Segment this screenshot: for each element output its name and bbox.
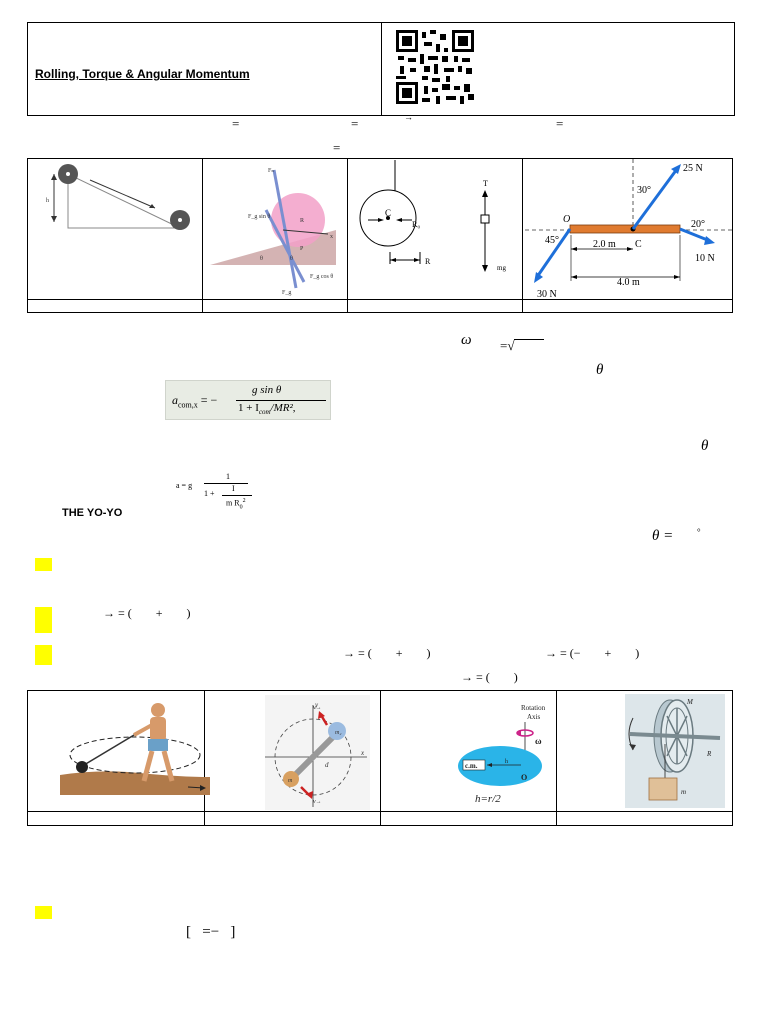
highlight-marker-2 — [35, 607, 52, 633]
ra-label-hr2: h=r/2 — [475, 793, 501, 805]
rm-label-m2: m₂ — [335, 730, 341, 736]
theta-equals: θ = — [652, 528, 674, 544]
fig2-label-fg: F_g — [282, 290, 291, 296]
fig2-label-theta-b: θ — [290, 256, 293, 262]
yoyo-formula: a = g 1 1 + I m R02 — [176, 472, 266, 517]
rm-label-v1: v→ — [313, 705, 322, 711]
fig2-label-theta-a: θ — [260, 256, 263, 262]
fig3-label-r: R — [425, 257, 431, 266]
wb-label-m-big: M — [686, 698, 694, 706]
rm-label-m: m — [288, 778, 293, 784]
equation-equals-2: = — [351, 116, 359, 131]
fig3-label-c: C — [385, 208, 391, 218]
fig4-label-20deg: 20° — [691, 219, 705, 230]
fig2-label-fgcos: F_g cos θ — [310, 274, 333, 280]
rm-label-y: y — [314, 701, 319, 709]
incline-height-label: h — [46, 198, 49, 204]
ra-label-omega: ω — [535, 736, 542, 746]
wb-label-m-small: m — [681, 788, 686, 796]
fig4-label-o: O — [563, 214, 570, 225]
vector-expression-3: → = (− + ) — [545, 646, 640, 660]
figures-table-1 — [27, 158, 733, 313]
yoyo-heading: THE YO-YO — [62, 507, 123, 519]
theta-symbol-2: θ — [701, 438, 709, 454]
fig4-label-10n: 10 N — [695, 253, 715, 264]
wb-label-r: R — [706, 750, 712, 758]
sqrt-equation: =√ — [500, 338, 545, 354]
fig4-label-c: C — [635, 239, 642, 250]
vector-expression-2: → = ( + ) — [343, 646, 431, 660]
fig4-label-30deg: 30° — [637, 185, 651, 196]
rm-label-v2: v→ — [313, 799, 322, 805]
degree-symbol: ° — [697, 527, 701, 537]
highlight-marker-1 — [35, 558, 52, 571]
fig2-label-x: x — [330, 234, 333, 240]
incline-rolling-figure: h — [46, 164, 190, 230]
fig2-label-fn: Fₙ — [268, 168, 274, 174]
wheel-block-figure: M R m — [625, 694, 725, 808]
rm-label-d: d — [325, 761, 329, 769]
highlight-marker-3 — [35, 645, 52, 665]
yoyo-figure: C R₀ R T mg — [359, 160, 506, 272]
fig4-label-4m: 4.0 m — [617, 277, 640, 288]
hammer-thrower-figure — [60, 703, 210, 795]
ra-label-axis: Axis — [527, 713, 541, 721]
theta-symbol-1: θ — [596, 362, 604, 378]
rod-forces-figure: 25 N 30° O C 20° 45° 2.0 m 10 N 4.0 m 30… — [525, 159, 735, 300]
ra-label-rotation: Rotation — [521, 704, 546, 712]
fig4-label-25n: 25 N — [683, 163, 703, 174]
highlight-marker-4 — [35, 906, 52, 919]
fig2-label-fgsin: F_g sin θ — [248, 214, 270, 220]
fig2-label-p: P — [300, 246, 304, 252]
ra-label-h: h — [505, 759, 508, 765]
rotating-masses-figure: y m₂ v→ d x m v→ — [265, 695, 370, 810]
bracket-expression: [ =− ] — [186, 924, 236, 940]
figures-table-2 — [27, 690, 733, 826]
fig3-label-mg: mg — [497, 264, 506, 272]
qr-code-icon — [396, 30, 474, 104]
equation-equals-3: = — [556, 116, 564, 131]
equation-arrow: → — [404, 112, 413, 122]
fig4-label-30n: 30 N — [537, 289, 557, 300]
fig4-label-45deg: 45° — [545, 235, 559, 246]
equation-equals-1: = — [232, 116, 240, 131]
page-title: Rolling, Torque & Angular Momentum — [35, 67, 250, 81]
ra-label-o: O — [521, 773, 527, 782]
rm-label-x: x — [360, 749, 365, 757]
vector-expression-4: → = ( ) — [461, 670, 518, 684]
incline-forces-figure: Fₙ F_g sin θ R P x θ θ F_g cos θ F_g — [210, 168, 336, 296]
vector-expression-1: → = ( + ) — [103, 606, 191, 620]
fig3-label-r0: R₀ — [412, 220, 420, 229]
equation-equals-4: = — [333, 140, 341, 155]
acom-formula: acom,x = − g sin θ 1 + Icom/MR², — [165, 380, 331, 420]
header-divider — [381, 22, 382, 115]
fig2-label-r: R — [300, 218, 304, 224]
omega-symbol: ω — [461, 332, 472, 348]
ra-label-cm: c.m. — [465, 762, 478, 770]
fig4-label-2m: 2.0 m — [593, 239, 616, 250]
rotation-axis-figure: Rotation Axis ω c.m. h O h=r/2 — [458, 704, 546, 805]
fig3-label-t: T — [483, 179, 488, 188]
